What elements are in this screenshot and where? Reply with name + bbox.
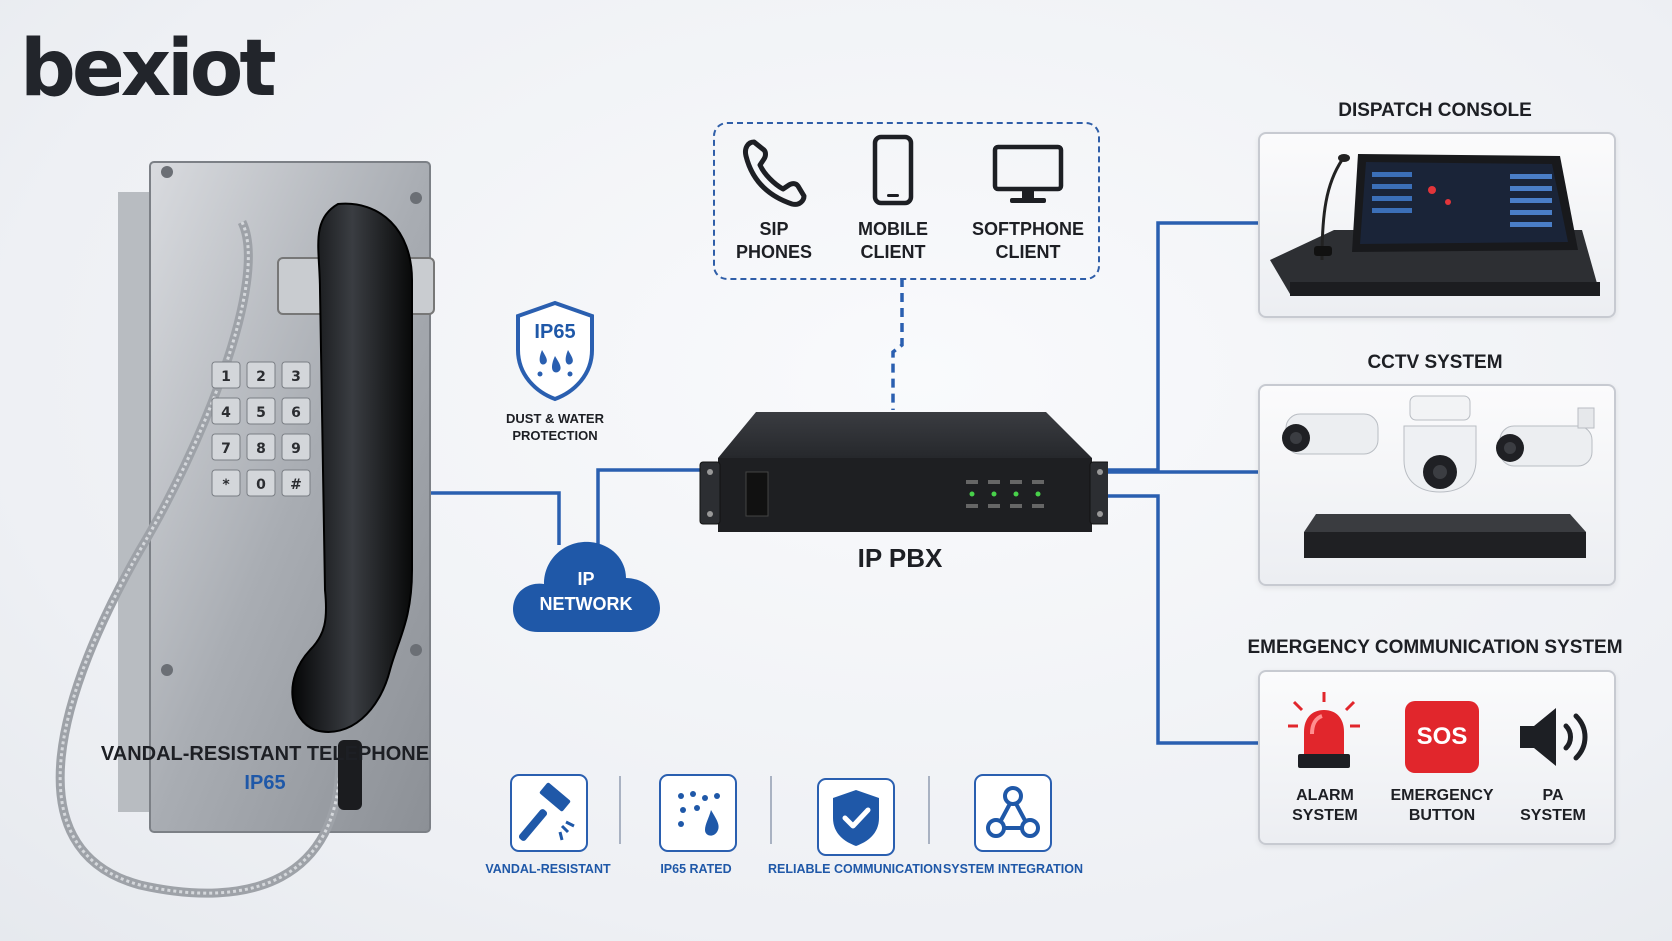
badge-caption: DUST & WATER PROTECTION [506,411,604,443]
link-pbx-dispatch [1095,221,1258,472]
feature-system-integration [974,774,1052,852]
link-clients-pbx [891,278,904,410]
cctv-panel [1258,384,1616,586]
feature-divider [619,776,621,844]
key-7: 7 [221,441,231,457]
speaker-icon [1520,708,1588,766]
hammer-icon [518,782,575,841]
phone-title: VANDAL-RESISTANT TELEPHONE [100,743,430,765]
key-3: 3 [291,369,301,385]
key-9: 9 [291,441,301,457]
sos-button-icon: SOS [1405,701,1479,773]
feature-ip65-rated [659,774,737,852]
feature-label-ip65: IP65 RATED [660,862,732,876]
key-6: 6 [291,405,301,421]
siren-icon [1288,692,1360,768]
feature-divider [770,776,772,844]
ip65-badge-text: IP65 [534,321,575,343]
dispatch-console-panel [1258,132,1616,318]
shield-check-icon [833,790,879,846]
key-hash: # [290,477,302,493]
feature-divider [928,776,930,844]
water-drop-shield-icon: IP65 [516,300,594,402]
network-nodes-icon [986,786,1040,838]
smartphone-icon [872,134,914,206]
feature-reliable-communication [817,778,895,856]
pbx-title: IP PBX [857,543,943,573]
cctv-camera-icon [1282,395,1595,558]
link-pbx-emergency [1095,494,1258,745]
link-network-pbx [596,468,705,545]
client-group [713,122,1100,280]
dispatch-console-icon [1270,154,1600,296]
monitor-icon [992,144,1064,203]
water-drops-icon [678,791,720,836]
cctv-title: CCTV SYSTEM [1367,352,1503,373]
dispatch-title: DISPATCH CONSOLE [1338,100,1532,121]
key-1: 1 [221,369,231,385]
feature-label-vandal: VANDAL-RESISTANT [485,862,611,876]
key-star: * [222,477,230,493]
brand-logo: bexiot [20,24,277,114]
phone-rating: IP65 [244,772,286,794]
feature-label-integration: SYSTEM INTEGRATION [942,862,1084,876]
ip-pbx-device [699,412,1108,532]
keypad: 1 2 3 4 5 6 7 8 9 * 0 # [211,361,311,497]
key-5: 5 [256,405,266,421]
handset-icon [743,139,807,207]
link-phone-network [428,491,561,545]
ip-network-label: IP NETWORK [539,569,633,614]
vandal-resistant-telephone: 1 2 3 4 5 6 7 8 9 * 0 # [55,161,435,898]
key-8: 8 [256,441,266,457]
key-2: 2 [256,369,266,385]
feature-label-reliable: RELIABLE COMMUNICATION [768,862,943,876]
key-4: 4 [221,405,231,421]
cloud-icon [513,541,660,632]
feature-vandal-resistant [510,774,588,852]
emergency-title: EMERGENCY COMMUNICATION SYSTEM [1247,637,1623,658]
key-0: 0 [256,477,266,493]
